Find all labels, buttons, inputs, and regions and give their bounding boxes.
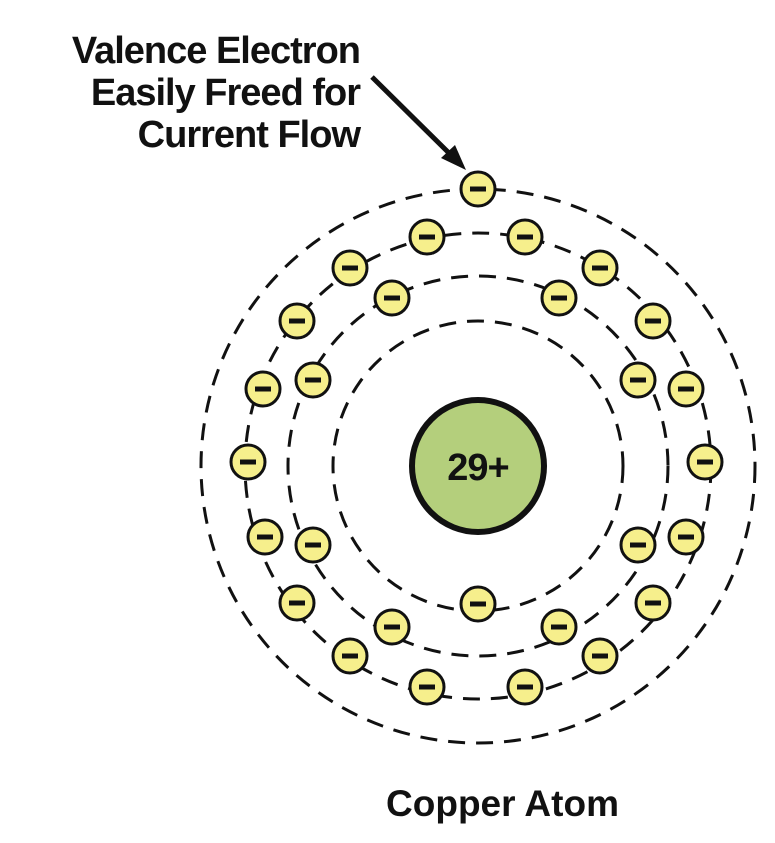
- minus-sign-icon: [384, 624, 400, 630]
- minus-sign-icon: [240, 459, 256, 465]
- electron: [540, 608, 578, 646]
- minus-sign-icon: [419, 684, 435, 690]
- minus-sign-icon: [255, 386, 271, 392]
- minus-sign-icon: [592, 653, 608, 659]
- minus-sign-icon: [342, 653, 358, 659]
- minus-sign-icon: [342, 265, 358, 271]
- electron: [686, 443, 724, 481]
- minus-sign-icon: [289, 600, 305, 606]
- electron: [294, 526, 332, 564]
- minus-sign-icon: [289, 318, 305, 324]
- minus-sign-icon: [257, 534, 273, 540]
- minus-sign-icon: [630, 377, 646, 383]
- minus-sign-icon: [551, 624, 567, 630]
- minus-sign-icon: [517, 684, 533, 690]
- minus-sign-icon: [517, 234, 533, 240]
- electron: [229, 443, 267, 481]
- electron: [331, 249, 369, 287]
- electron: [331, 637, 369, 675]
- callout-line-1: Valence Electron: [71, 30, 361, 72]
- shell-2: [286, 274, 670, 658]
- minus-sign-icon: [678, 386, 694, 392]
- minus-sign-icon: [470, 601, 486, 607]
- electron: [581, 637, 619, 675]
- electron: [634, 584, 672, 622]
- minus-sign-icon: [551, 295, 567, 301]
- nucleus: 29+: [409, 397, 547, 535]
- electron: [667, 518, 705, 556]
- minus-sign-icon: [384, 295, 400, 301]
- electron: [246, 518, 284, 556]
- electron: [619, 361, 657, 399]
- electron: [278, 584, 316, 622]
- minus-sign-icon: [592, 265, 608, 271]
- electron: [619, 526, 657, 564]
- electron: [581, 249, 619, 287]
- minus-sign-icon: [645, 318, 661, 324]
- electron: [278, 302, 316, 340]
- electron: [459, 585, 497, 623]
- callout-line-3: Current Flow: [137, 114, 361, 156]
- minus-sign-icon: [697, 459, 713, 465]
- diagram-caption: Copper Atom: [386, 783, 619, 824]
- electron: [408, 218, 446, 256]
- minus-sign-icon: [645, 600, 661, 606]
- minus-sign-icon: [678, 534, 694, 540]
- electron: [294, 361, 332, 399]
- electron: [373, 279, 411, 317]
- arrow-head: [441, 145, 466, 170]
- electron: [244, 370, 282, 408]
- electron: [634, 302, 672, 340]
- electrons: [229, 170, 724, 706]
- callout-line-2: Easily Freed for: [90, 72, 361, 114]
- nucleus-circle: [409, 397, 547, 535]
- electron: [667, 370, 705, 408]
- valence-electron: [459, 170, 497, 208]
- electron: [506, 668, 544, 706]
- minus-sign-icon: [305, 542, 321, 548]
- electron: [373, 608, 411, 646]
- electron: [540, 279, 578, 317]
- minus-sign-icon: [630, 542, 646, 548]
- valence-electron-callout: Valence Electron Easily Freed for Curren…: [20, 30, 361, 156]
- electron: [408, 668, 446, 706]
- minus-sign-icon: [305, 377, 321, 383]
- arrow-line: [370, 75, 455, 159]
- minus-sign-icon: [470, 186, 486, 192]
- nucleus-charge-label: 29+: [447, 447, 508, 489]
- electron: [506, 218, 544, 256]
- minus-sign-icon: [419, 234, 435, 240]
- valence-arrow: [370, 75, 466, 170]
